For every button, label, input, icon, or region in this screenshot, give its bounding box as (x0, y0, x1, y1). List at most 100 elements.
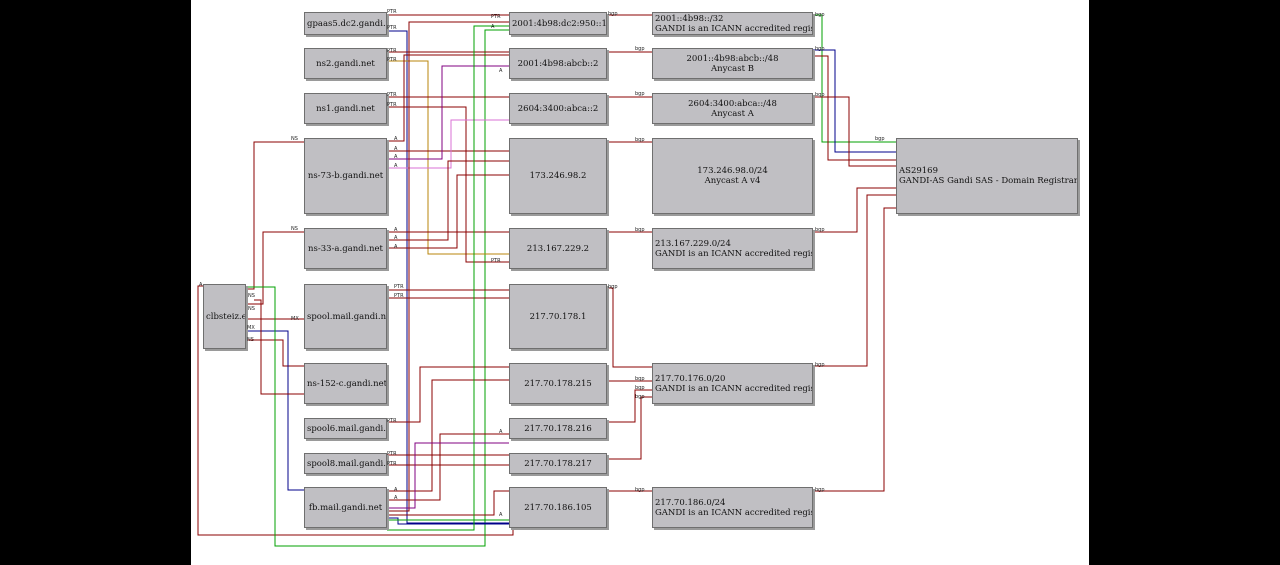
edge-label-e19: A (394, 227, 398, 233)
edge-label-e42: bgp (635, 385, 645, 391)
edge-layer (197, 14, 896, 547)
edge-e6 (246, 330, 304, 491)
node-ns2[interactable]: ns2.gandi.net (304, 48, 387, 79)
node-label: 2001:4b98:abcb::2 (517, 58, 599, 69)
edge-label-e32: PTR (491, 258, 501, 264)
node-spool[interactable]: spool.mail.gandi.net (304, 284, 387, 349)
edge-label-e6: MX (247, 325, 255, 331)
node-label: spool8.mail.gandi.net (307, 458, 386, 469)
edge-label-e47: bgp (875, 136, 885, 142)
node-ns33a[interactable]: ns-33-a.gandi.net (304, 228, 387, 269)
node-label: 217.70.178.215 (524, 378, 592, 389)
node-spool6[interactable]: spool6.mail.gandi.net (304, 418, 387, 439)
edge-e42 (607, 389, 652, 423)
node-label: 2604:3400:abca::/48 (688, 98, 777, 109)
node-label: 173.246.98.0/24 (697, 166, 768, 176)
node-ip6c[interactable]: 2604:3400:abca::2 (509, 93, 607, 124)
edge-e18 (387, 119, 509, 169)
edge-label-e48: bgp (815, 92, 825, 98)
node-fb[interactable]: fb.mail.gandi.net (304, 487, 387, 528)
node-label: 217.70.176.0/20 (655, 373, 726, 384)
edge-label-e14: PTR (387, 102, 397, 108)
node-ip217[interactable]: 217.70.178.217 (509, 453, 607, 474)
edge-label-e37: bgp (635, 91, 645, 97)
node-label: GANDI-AS Gandi SAS - Domain Registrar an (899, 176, 1078, 186)
edge-e51 (813, 207, 896, 492)
node-label: 217.70.186.105 (524, 502, 592, 513)
edge-label-e27: PTR (387, 451, 397, 457)
edge-e47 (813, 55, 896, 161)
edge-e3 (246, 231, 304, 305)
edge-label-e41: bgp (635, 376, 645, 382)
node-label: Anycast B (711, 63, 754, 74)
edge-label-e39: bgp (635, 227, 645, 233)
edge-label-e2: NS (291, 136, 298, 142)
node-label: GANDI is an ICANN accredited registrar (655, 23, 812, 34)
edge-label-e1: A (199, 282, 203, 288)
node-ip213[interactable]: 213.167.229.2 (509, 228, 607, 269)
edge-e15 (387, 54, 509, 142)
node-label: fb.mail.gandi.net (308, 502, 383, 513)
edge-label-e13: PTR (387, 92, 397, 98)
edge-e14 (387, 106, 509, 263)
edge-label-e51: bgp (815, 487, 825, 493)
edge-label-e45: bgp (815, 12, 825, 18)
edge-e7 (248, 29, 509, 547)
edge-e10 (387, 30, 509, 524)
edge-e2 (246, 141, 304, 290)
node-ns152c[interactable]: ns-152-c.gandi.net (304, 363, 387, 404)
node-gpaas5[interactable]: gpaas5.dc2.gandi.net (304, 12, 387, 35)
node-ip6b[interactable]: 2001:4b98:abcb::2 (509, 48, 607, 79)
edge-label-e44: bgp (635, 487, 645, 493)
node-ip186[interactable]: 217.70.186.105 (509, 487, 607, 528)
edge-e40 (607, 287, 652, 368)
node-label: 173.246.98.2 (529, 171, 587, 181)
edge-label-e28: PTR (387, 461, 397, 467)
node-ns1[interactable]: ns1.gandi.net (304, 93, 387, 124)
node-label: 213.167.229.2 (526, 243, 590, 254)
edge-label-e4: MX (291, 316, 299, 322)
node-label: 217.70.186.0/24 (655, 497, 726, 508)
edge-label-e46: bgp (815, 46, 825, 52)
node-clbsteiz[interactable]: clbsteiz.eu (203, 284, 246, 349)
node-label: AS29169 (899, 166, 939, 176)
node-label: ns-152-c.gandi.net (307, 378, 387, 389)
node-ip6a[interactable]: 2001:4b98:dc2:950::105 (509, 12, 607, 35)
edge-e31 (387, 490, 509, 516)
edge-label-e10: PTR (387, 25, 397, 31)
node-ip2171[interactable]: 217.70.178.1 (509, 284, 607, 349)
edge-label-e20: A (394, 235, 398, 241)
node-label: 2001:4b98:dc2:950::105 (512, 18, 607, 29)
edge-e20 (387, 160, 509, 241)
edge-e12 (387, 60, 509, 255)
edge-label-e21: A (394, 244, 398, 250)
edge-label-e30: A (499, 429, 503, 435)
edge-e29 (387, 21, 509, 512)
node-label: 2604:3400:abca::2 (517, 103, 599, 114)
edge-label-e5: NS (247, 337, 254, 343)
edge-e45 (813, 14, 896, 143)
edge-label-e18: A (394, 163, 398, 169)
edge-label-e23: PTR (394, 293, 404, 299)
node-label: ns2.gandi.net (316, 58, 375, 69)
edge-label-e22: PTR (394, 284, 404, 290)
edge-label-e40: bgp (608, 284, 618, 290)
node-ns73b[interactable]: ns-73-b.gandi.net (304, 138, 387, 214)
node-label: 213.167.229.0/24 (655, 238, 731, 249)
node-ip215[interactable]: 217.70.178.215 (509, 363, 607, 404)
node-ip216[interactable]: 217.70.178.216 (509, 418, 607, 439)
node-label: 217.70.178.217 (524, 458, 592, 469)
node-ip173[interactable]: 173.246.98.2 (509, 138, 607, 214)
edge-label-e38: bgp (635, 137, 645, 143)
edge-e24 (387, 366, 509, 423)
node-label: ns1.gandi.net (316, 103, 375, 114)
node-spool8[interactable]: spool8.mail.gandi.net (304, 453, 387, 474)
